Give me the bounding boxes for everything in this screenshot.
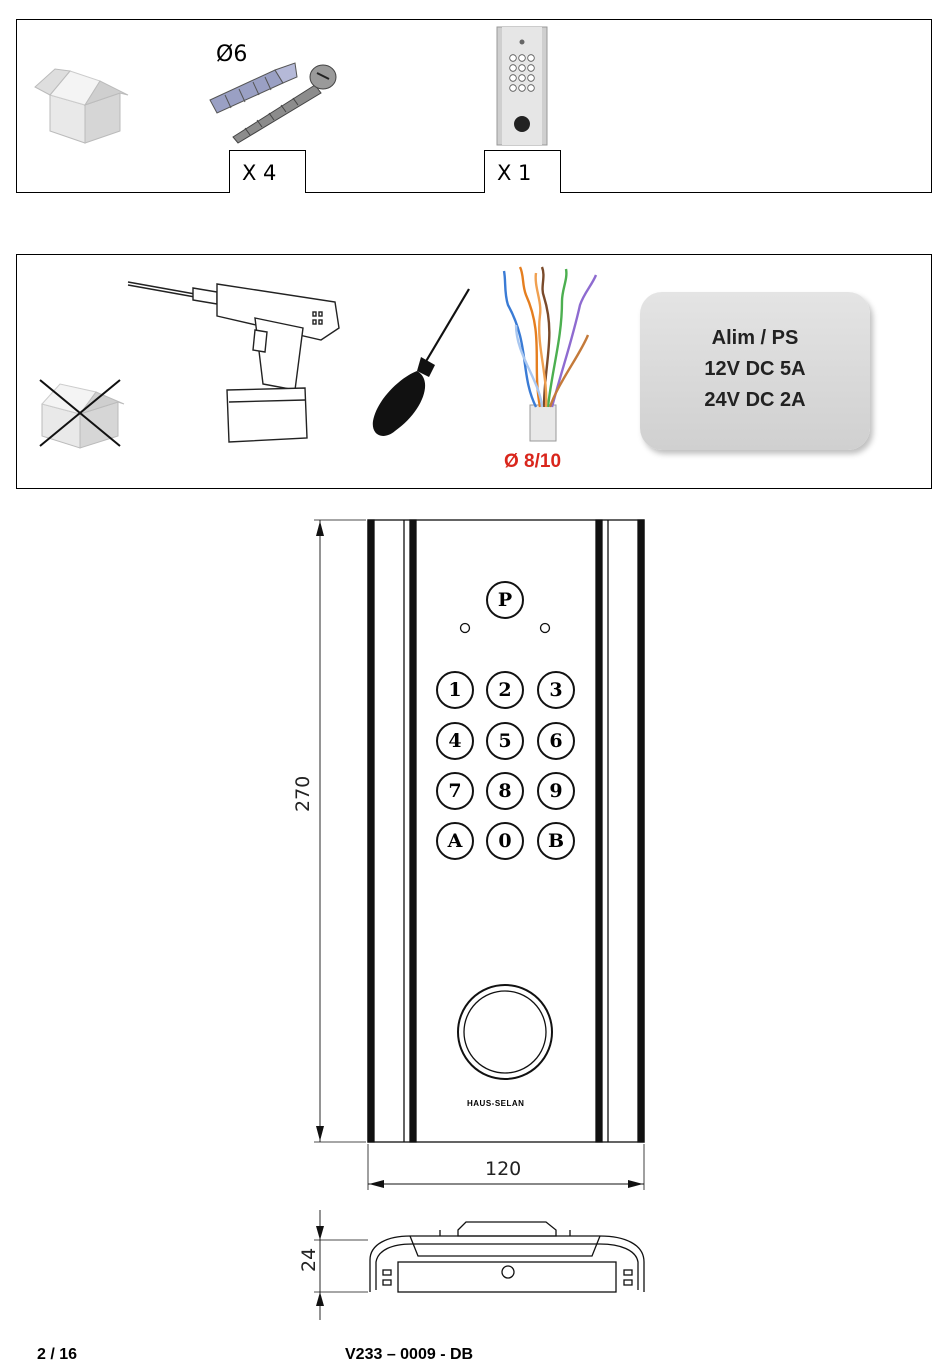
document-reference: V233 – 0009 - DB [345, 1346, 473, 1364]
page-number: 2 / 16 [37, 1346, 77, 1364]
depth-dimension: 24 [298, 1248, 320, 1272]
